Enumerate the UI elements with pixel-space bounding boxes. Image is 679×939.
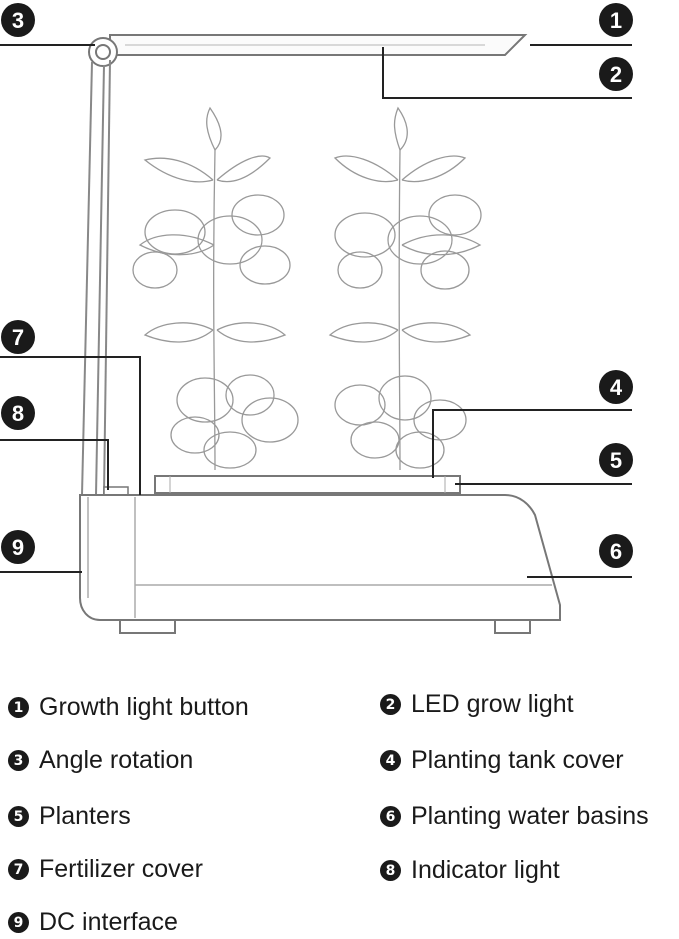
- svg-text:2: 2: [610, 62, 622, 87]
- legend-number-badge: 6: [380, 806, 401, 827]
- svg-text:6: 6: [610, 539, 622, 564]
- legend-number-badge: 2: [380, 694, 401, 715]
- legend-item-8: 8 Indicator light: [380, 856, 560, 885]
- legend-item-5: 5 Planters: [8, 802, 131, 831]
- led-grow-light-bar: [109, 34, 528, 56]
- legend-label: Fertilizer cover: [39, 855, 203, 883]
- legend-item-4: 4 Planting tank cover: [380, 746, 624, 775]
- svg-text:7: 7: [12, 325, 24, 350]
- legend-label: Growth light button: [39, 693, 249, 721]
- callout-badge-7: 7: [1, 320, 35, 354]
- legend-label: Planting tank cover: [411, 746, 624, 774]
- legend-label: Planting water basins: [411, 802, 649, 830]
- callout-badge-6: 6: [599, 534, 633, 568]
- callout-badge-8: 8: [1, 396, 35, 430]
- callout-badge-1: 1: [599, 3, 633, 37]
- svg-text:1: 1: [610, 8, 622, 33]
- angle-rotation-joint: [88, 37, 118, 67]
- legend-item-3: 3 Angle rotation: [8, 746, 193, 775]
- callout-badge-9: 9: [1, 530, 35, 564]
- legend-label: DC interface: [39, 908, 178, 936]
- svg-text:9: 9: [12, 535, 24, 560]
- left-plant-illustration: [132, 106, 299, 471]
- legend-label: LED grow light: [411, 690, 574, 718]
- svg-text:4: 4: [610, 375, 623, 400]
- planting-tank-cover: [154, 475, 461, 494]
- legend-number-badge: 9: [8, 912, 29, 933]
- product-diagram: 1 2 3 4 5 6 7 8 9: [0, 3, 633, 634]
- lamp-arm: [81, 59, 111, 496]
- legend-number-badge: 1: [8, 697, 29, 718]
- legend-label: Indicator light: [411, 856, 560, 884]
- legend-item-9: 9 DC interface: [8, 908, 178, 937]
- planting-water-basin: [79, 494, 561, 634]
- legend-item-7: 7 Fertilizer cover: [8, 855, 203, 884]
- callout-badge-2: 2: [599, 57, 633, 91]
- legend-item-1: 1 Growth light button: [8, 693, 249, 722]
- leader-lines: [0, 44, 632, 578]
- callout-badge-4: 4: [599, 370, 633, 404]
- callout-badge-5: 5: [599, 443, 633, 477]
- legend-number-badge: 8: [380, 860, 401, 881]
- legend-item-6: 6 Planting water basins: [380, 802, 649, 831]
- svg-text:5: 5: [610, 448, 622, 473]
- legend-number-badge: 3: [8, 750, 29, 771]
- right-plant-illustration: [328, 106, 482, 471]
- legend-number-badge: 7: [8, 859, 29, 880]
- legend-number-badge: 5: [8, 806, 29, 827]
- callout-badge-3: 3: [1, 3, 35, 37]
- svg-text:8: 8: [12, 401, 24, 426]
- legend-label: Angle rotation: [39, 746, 194, 774]
- legend-number-badge: 4: [380, 750, 401, 771]
- legend-item-2: 2 LED grow light: [380, 690, 574, 719]
- legend-label: Planters: [39, 802, 131, 830]
- svg-text:3: 3: [12, 8, 24, 33]
